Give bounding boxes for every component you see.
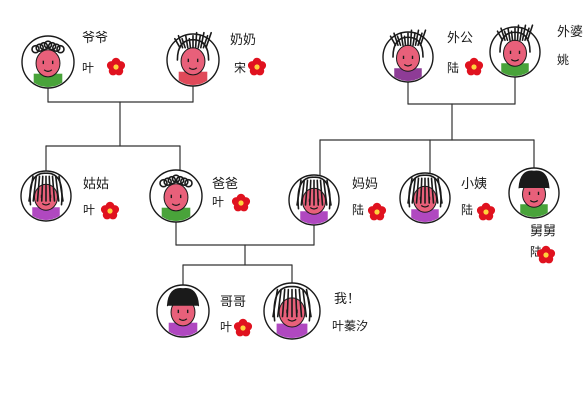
member-brother: 哥哥叶 — [156, 284, 253, 338]
shirt — [276, 323, 308, 338]
member-label: 我！ — [334, 292, 360, 307]
hair — [31, 40, 65, 54]
mouth — [171, 203, 181, 206]
flower-icon — [106, 57, 126, 76]
member-label: 外婆 — [557, 25, 583, 40]
mouth — [43, 69, 53, 72]
shirt — [520, 204, 548, 217]
hair — [272, 285, 312, 322]
flower-icon — [367, 202, 387, 221]
member-grandpa-paternal: 爷爷叶 — [21, 31, 126, 89]
shirt — [168, 322, 198, 336]
member-label: 姑姑 — [83, 177, 109, 192]
member-surname: 姚 — [557, 53, 569, 67]
mouth — [529, 200, 539, 203]
mouth — [403, 64, 413, 67]
member-label: 哥哥 — [220, 295, 246, 310]
shirt — [394, 68, 422, 81]
member-aunt-maternal: 小姨陆 — [399, 172, 496, 224]
flower-icon — [464, 57, 484, 76]
member-surname: 叶 — [212, 195, 224, 209]
member-label: 外公 — [447, 31, 473, 46]
member-surname: 陆 — [461, 202, 473, 217]
hair — [166, 288, 200, 307]
face — [180, 47, 206, 76]
hair — [407, 174, 443, 208]
member-surname: 叶 — [220, 320, 232, 334]
shirt — [33, 73, 63, 87]
member-uncle-maternal: 舅舅陆 — [508, 167, 560, 264]
member-label: 爸爸 — [212, 177, 238, 192]
member-surname: 宋 — [234, 60, 246, 75]
mouth — [41, 203, 51, 206]
face — [163, 183, 189, 212]
hair — [159, 174, 193, 188]
mouth — [420, 205, 430, 208]
member-surname: 陆 — [447, 60, 459, 75]
connector-lines — [45, 76, 535, 286]
member-surname: 陆 — [352, 202, 364, 217]
member-label: 奶奶 — [230, 33, 256, 48]
member-surname: 叶 — [82, 61, 94, 75]
mouth — [510, 59, 520, 62]
hair — [518, 170, 550, 189]
shirt — [161, 207, 191, 221]
hair — [28, 172, 64, 206]
member-grandma-paternal: 奶奶宋 — [166, 31, 267, 87]
flower-icon — [247, 57, 267, 76]
member-father: 爸爸叶 — [149, 169, 251, 223]
member-label: 舅舅 — [530, 224, 556, 239]
flower-icon — [476, 202, 496, 221]
face — [35, 49, 61, 78]
member-surname: 叶蓁汐 — [332, 318, 368, 333]
hair — [174, 31, 212, 61]
mouth — [309, 207, 319, 210]
member-label: 妈妈 — [352, 177, 378, 192]
member-aunt-paternal: 姑姑叶 — [20, 170, 120, 222]
member-grandpa-maternal: 外公陆 — [382, 29, 484, 83]
mouth — [178, 318, 188, 321]
shirt — [300, 211, 328, 224]
face — [396, 44, 420, 72]
shirt — [178, 71, 208, 85]
hair — [496, 24, 534, 53]
shirt — [411, 209, 439, 222]
member-me: 我！ 叶蓁汐 — [263, 282, 368, 340]
shirt — [32, 207, 60, 220]
flower-icon — [536, 245, 556, 264]
hair — [296, 176, 332, 210]
member-label: 爷爷 — [82, 31, 108, 46]
member-surname: 叶 — [83, 203, 95, 217]
member-grandma-maternal: 外婆姚 — [489, 24, 583, 78]
mouth — [188, 67, 198, 70]
flower-icon — [231, 193, 251, 212]
hair — [389, 29, 427, 58]
flower-icon — [233, 318, 253, 337]
member-mother: 妈妈陆 — [288, 174, 387, 226]
member-label: 小姨 — [461, 177, 487, 192]
shirt — [501, 63, 529, 76]
mouth — [287, 318, 297, 322]
face — [503, 39, 527, 67]
flower-icon — [100, 201, 120, 220]
